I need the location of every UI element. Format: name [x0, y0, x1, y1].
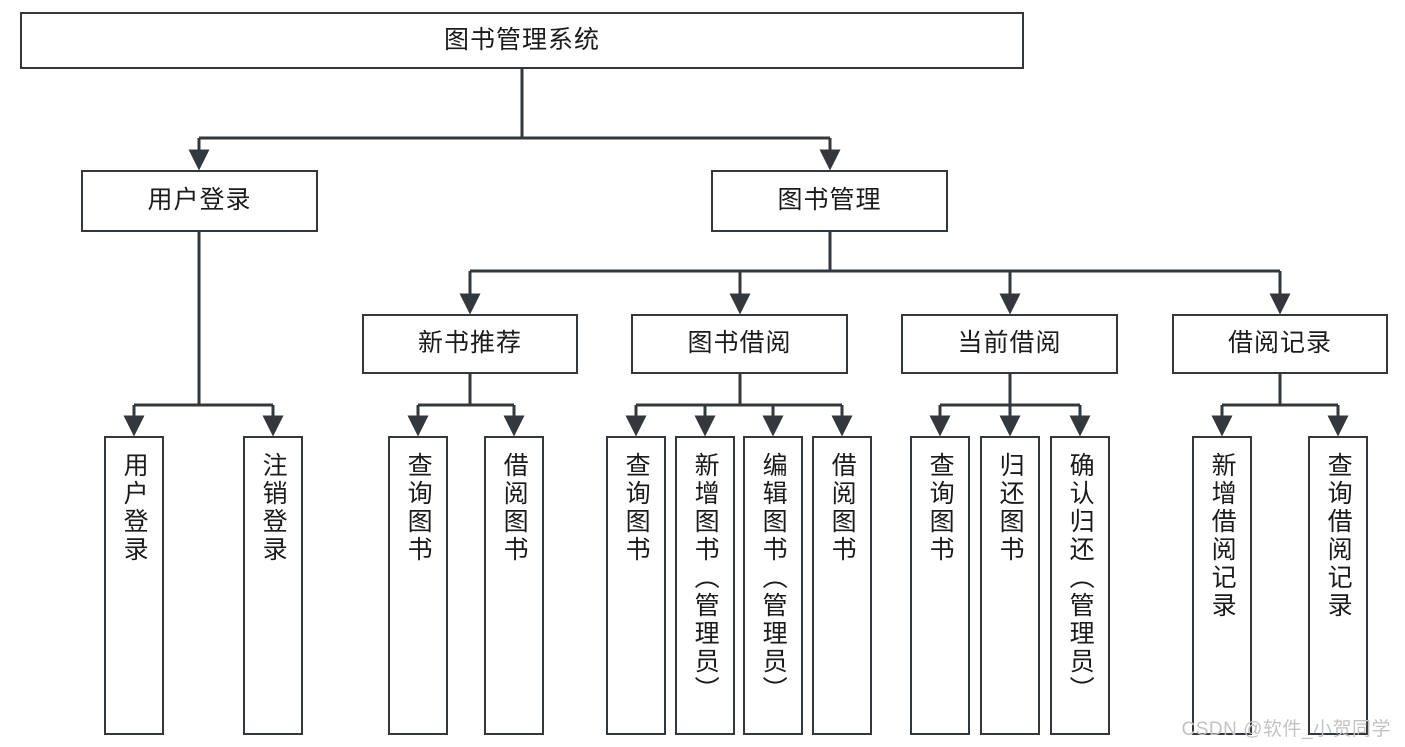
node-book-borrow-label: 图书借阅 [687, 329, 792, 358]
leaf-new-book-borrow-label: 借阅图书 [500, 452, 529, 564]
node-current-borrow[interactable]: 当前借阅 [901, 314, 1118, 374]
leaf-book-borrow-borrow-label: 借阅图书 [828, 452, 857, 564]
leaf-book-borrow-edit[interactable]: 编辑图书（管理员） [743, 436, 803, 735]
leaf-user-login-login[interactable]: 用户登录 [104, 436, 164, 735]
leaf-book-borrow-query-label: 查询图书 [622, 452, 651, 564]
node-new-book-recommend[interactable]: 新书推荐 [362, 314, 578, 374]
leaf-new-book-query-label: 查询图书 [404, 452, 433, 564]
leaf-book-borrow-add[interactable]: 新增图书（管理员） [675, 436, 735, 735]
leaf-book-borrow-borrow[interactable]: 借阅图书 [812, 436, 872, 735]
node-new-book-recommend-label: 新书推荐 [417, 329, 522, 358]
leaf-borrow-record-add-label: 新增借阅记录 [1208, 452, 1237, 620]
leaf-current-borrow-return[interactable]: 归还图书 [980, 436, 1040, 735]
leaf-current-borrow-query-label: 查询图书 [926, 452, 955, 564]
leaf-new-book-borrow[interactable]: 借阅图书 [484, 436, 544, 735]
node-user-login[interactable]: 用户登录 [81, 170, 318, 232]
leaf-user-login-login-label: 用户登录 [120, 452, 149, 564]
leaf-current-borrow-confirm[interactable]: 确认归还（管理员） [1050, 436, 1110, 735]
leaf-user-login-logout-label: 注销登录 [259, 452, 288, 564]
node-root-label: 图书管理系统 [443, 25, 600, 54]
node-borrow-record-label: 借阅记录 [1227, 329, 1332, 358]
leaf-book-borrow-edit-label: 编辑图书（管理员） [759, 452, 788, 704]
leaf-borrow-record-query[interactable]: 查询借阅记录 [1308, 436, 1368, 735]
leaf-current-borrow-query[interactable]: 查询图书 [910, 436, 970, 735]
node-root[interactable]: 图书管理系统 [20, 12, 1024, 69]
leaf-book-borrow-query[interactable]: 查询图书 [606, 436, 666, 735]
leaf-new-book-query[interactable]: 查询图书 [388, 436, 448, 735]
leaf-current-borrow-confirm-label: 确认归还（管理员） [1066, 452, 1095, 704]
node-borrow-record[interactable]: 借阅记录 [1172, 314, 1388, 374]
leaf-borrow-record-add[interactable]: 新增借阅记录 [1192, 436, 1252, 735]
leaf-current-borrow-return-label: 归还图书 [996, 452, 1025, 564]
leaf-book-borrow-add-label: 新增图书（管理员） [691, 452, 720, 704]
node-user-login-label: 用户登录 [147, 186, 252, 215]
leaf-borrow-record-query-label: 查询借阅记录 [1324, 452, 1353, 620]
node-book-manage[interactable]: 图书管理 [711, 170, 948, 232]
node-book-borrow[interactable]: 图书借阅 [631, 314, 848, 374]
node-current-borrow-label: 当前借阅 [957, 329, 1062, 358]
node-book-manage-label: 图书管理 [777, 186, 882, 215]
leaf-user-login-logout[interactable]: 注销登录 [243, 436, 303, 735]
